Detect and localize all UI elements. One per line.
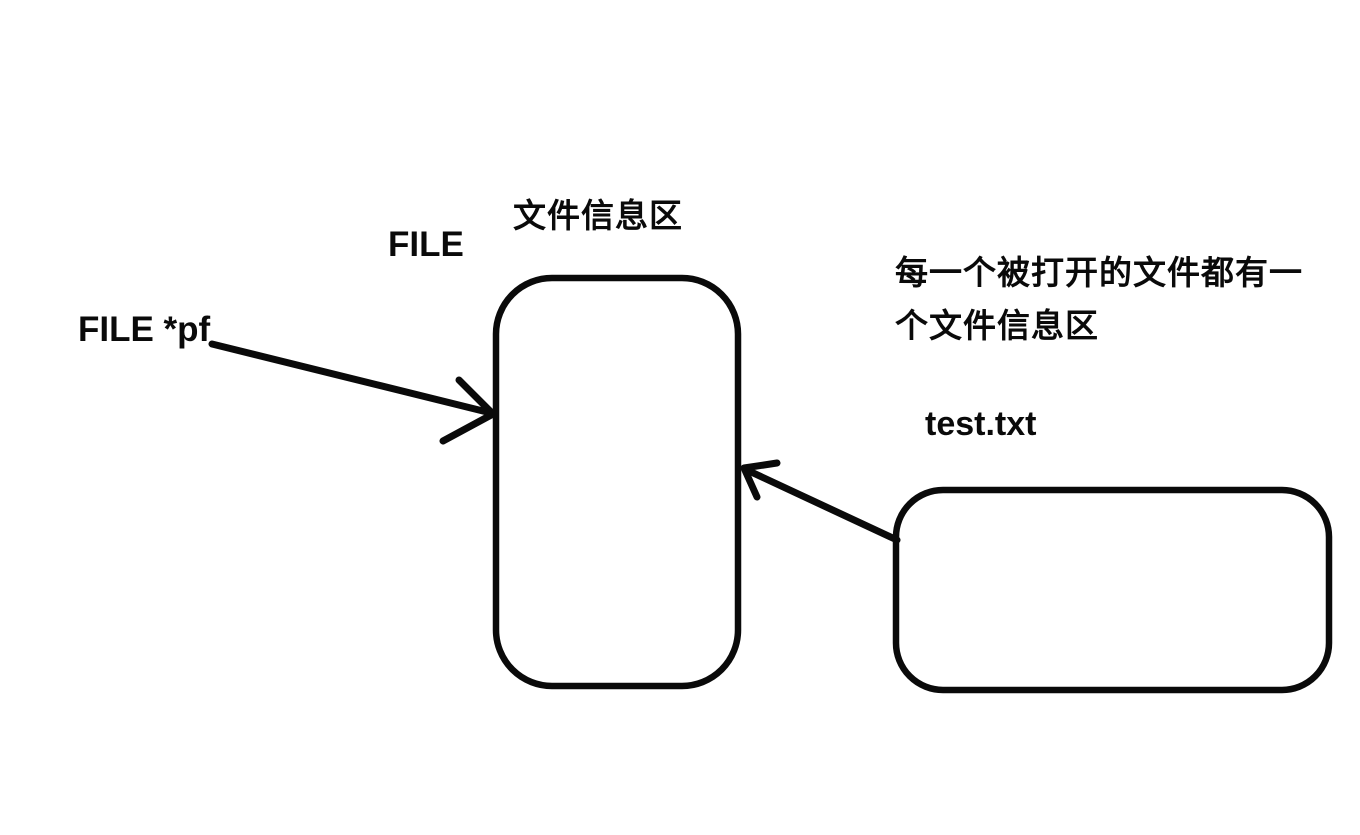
note-line-2: 个文件信息区	[895, 307, 1099, 344]
note-text: 每一个被打开的文件都有一 个文件信息区	[895, 246, 1303, 352]
test-file-box	[892, 486, 1333, 694]
file-struct-label: FILE	[388, 225, 464, 264]
test-file-label: test.txt	[925, 405, 1037, 443]
note-line-1: 每一个被打开的文件都有一	[895, 254, 1303, 291]
pf-to-info-arrow	[208, 340, 497, 445]
file-to-info-arrow	[740, 459, 901, 544]
info-area-title: 文件信息区	[513, 197, 683, 234]
pf-pointer-label: FILE *pf	[78, 310, 211, 349]
file-info-box	[492, 274, 742, 690]
